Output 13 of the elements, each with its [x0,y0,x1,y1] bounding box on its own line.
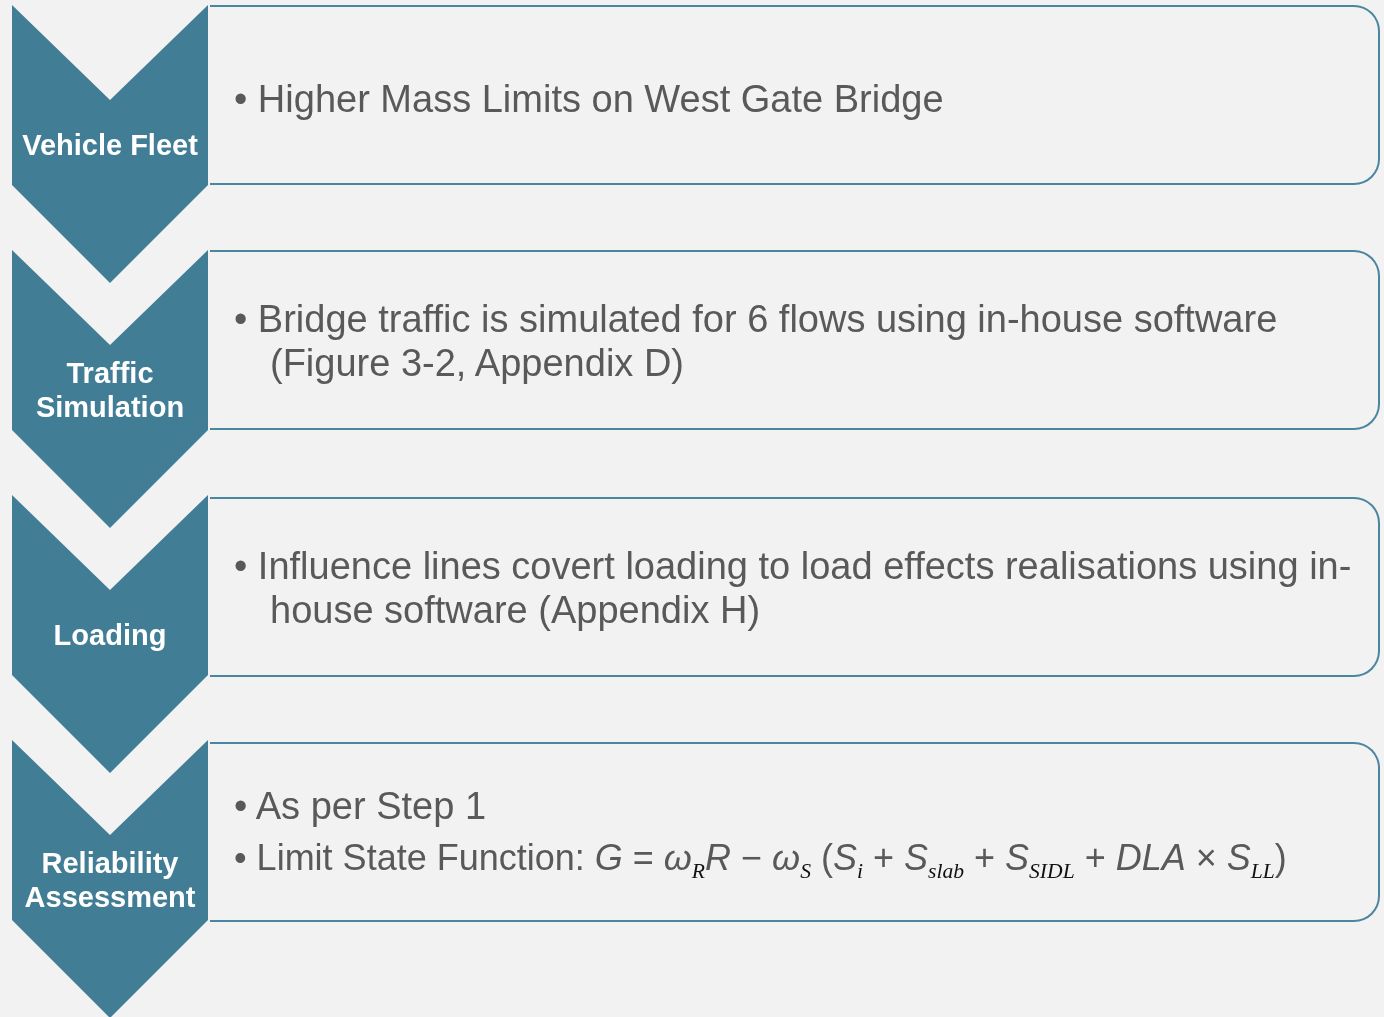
content-panel [210,5,1380,185]
bullet-text: • Limit State Function: G = ω$_{R}$R − ω$_{S}$ (S$_{i}$ + S$_{slab}$ + S$_{SIDL}$ + DLA × S$_{LL}$) [234,836,1288,886]
content-panel [210,742,1380,922]
bullet-text: • Influence lines covert loading to load effects realisations using in-house software (Appendix H) [234,544,1353,632]
step-label: Reliability Assessment [23,846,197,915]
content-panel [210,497,1380,677]
bullet-text: • Bridge traffic is simulated for 6 flows using in-house software (Figure 3-2, Appendix D) [234,297,1279,385]
step-label: Vehicle Fleet [21,128,199,163]
content-panel [210,250,1380,430]
bullet-text: • Higher Mass Limits on West Gate Bridge [234,77,945,121]
step-label: Loading [52,618,168,653]
step-label: Traffic Simulation [34,356,186,425]
bullet-text: • As per Step 1 [234,784,487,828]
